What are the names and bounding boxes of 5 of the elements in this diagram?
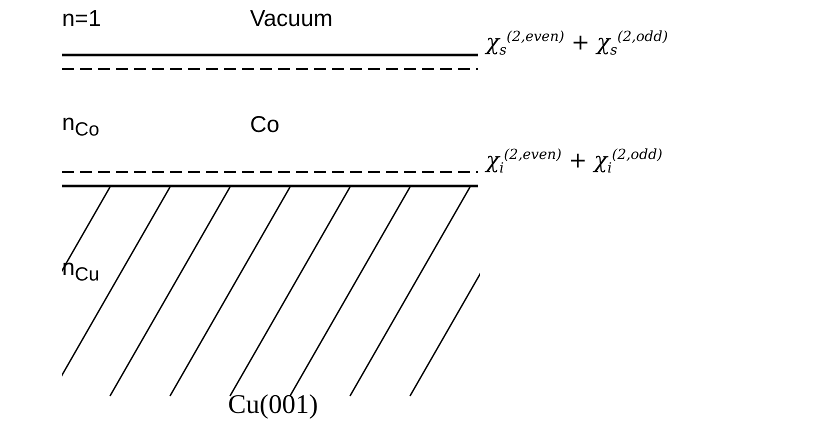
layer-label: Co xyxy=(250,112,280,138)
layer-label: Vacuum xyxy=(250,6,333,32)
refractive-index-label: n$_{Co}$ xyxy=(62,110,100,141)
refractive-index-label: n=1 xyxy=(62,6,102,32)
substrate-label: Cu(001) xyxy=(228,390,318,420)
